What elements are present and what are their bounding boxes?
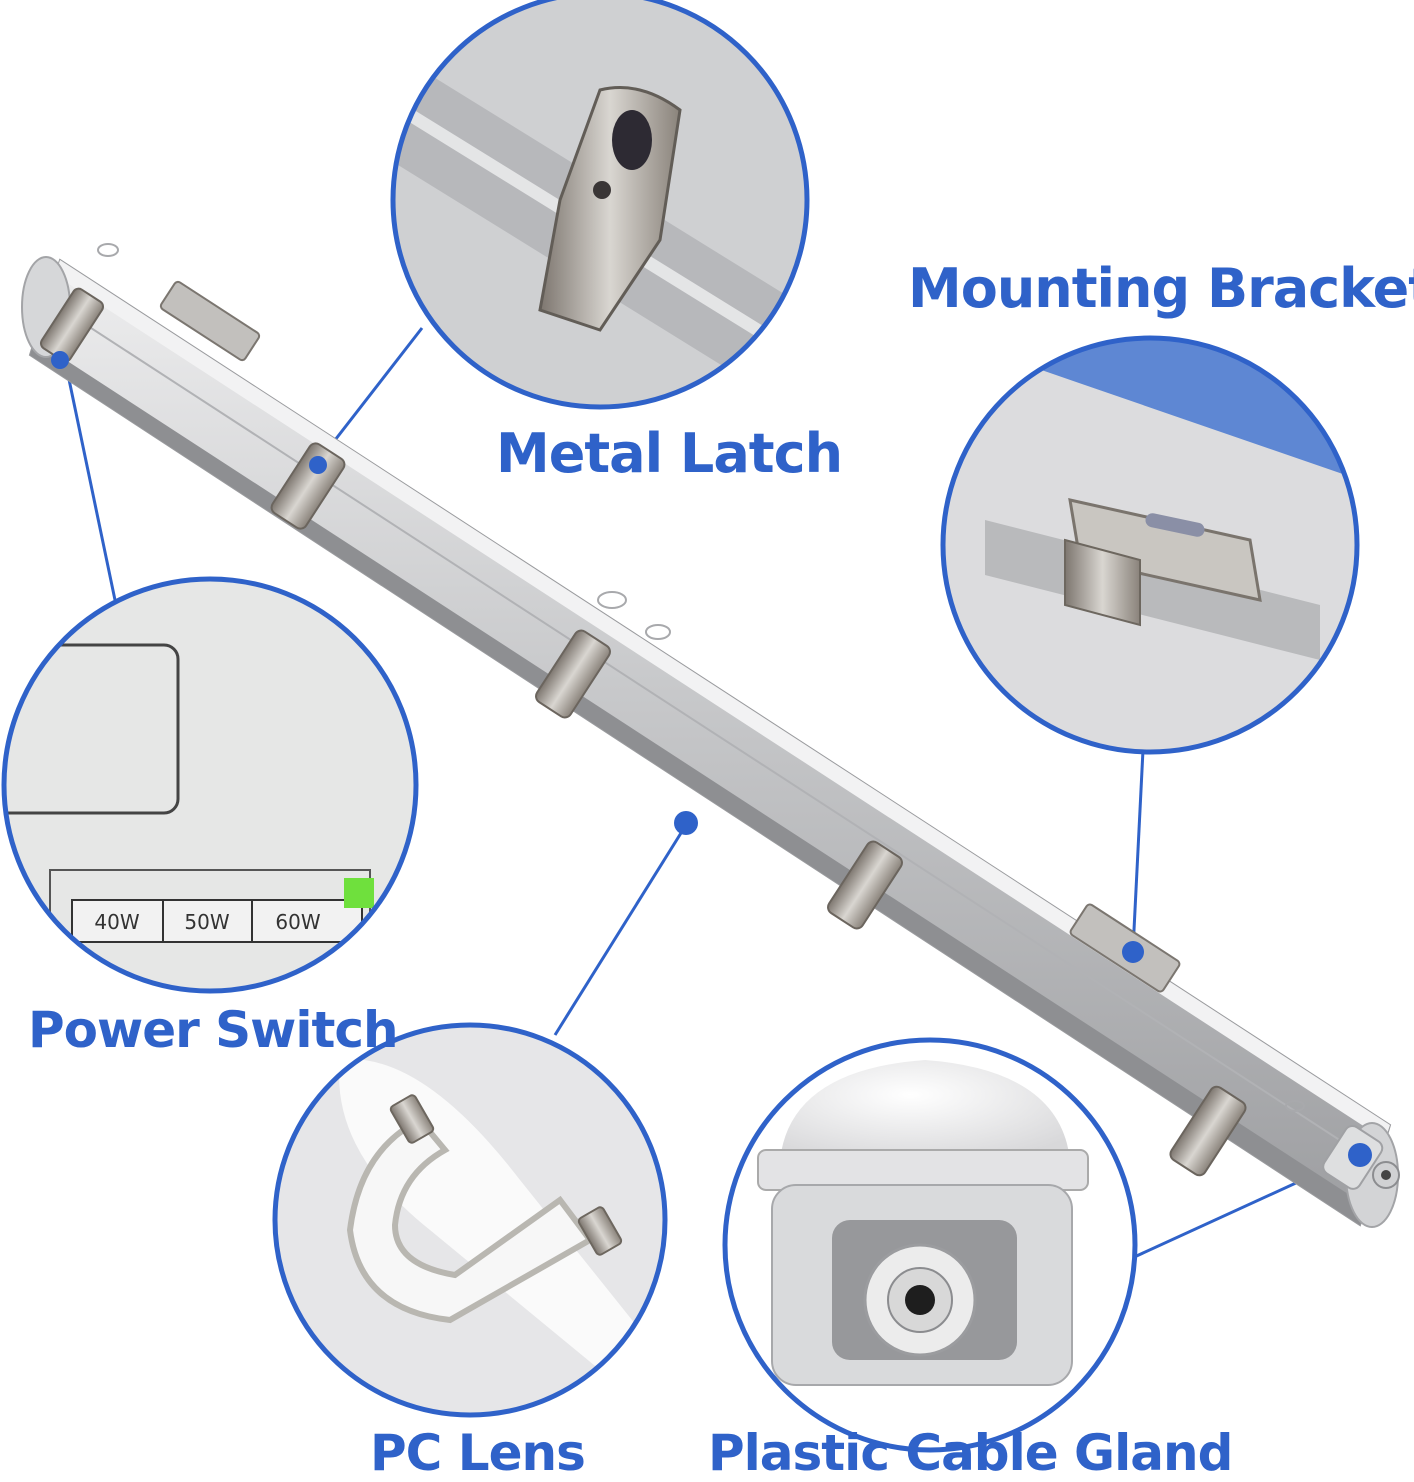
metal-latch-label: Metal Latch (496, 422, 843, 485)
metal-latch-detail (390, 0, 810, 410)
mounting-bracket-detail (940, 335, 1360, 755)
wattage-option-40: 40W (94, 910, 139, 934)
wattage-option-60: 60W (275, 910, 320, 934)
callout-dots (51, 351, 1372, 1167)
mounting-bracket-label: Mounting Bracket (908, 257, 1414, 320)
vapor-tight-fixture (21, 243, 1400, 1228)
power-switch-options: 40W 50W 60W (94, 910, 320, 934)
power-switch-label: Power Switch (28, 1001, 399, 1059)
pc-lens-label: PC Lens (370, 1424, 586, 1482)
cable-gland-detail (722, 1037, 1138, 1453)
fixture-latches (39, 287, 1247, 1177)
pc-lens-detail (272, 1022, 668, 1418)
wattage-option-50: 50W (184, 910, 229, 934)
power-switch-detail (1, 576, 419, 994)
plastic-cable-gland-label: Plastic Cable Gland (708, 1424, 1233, 1482)
